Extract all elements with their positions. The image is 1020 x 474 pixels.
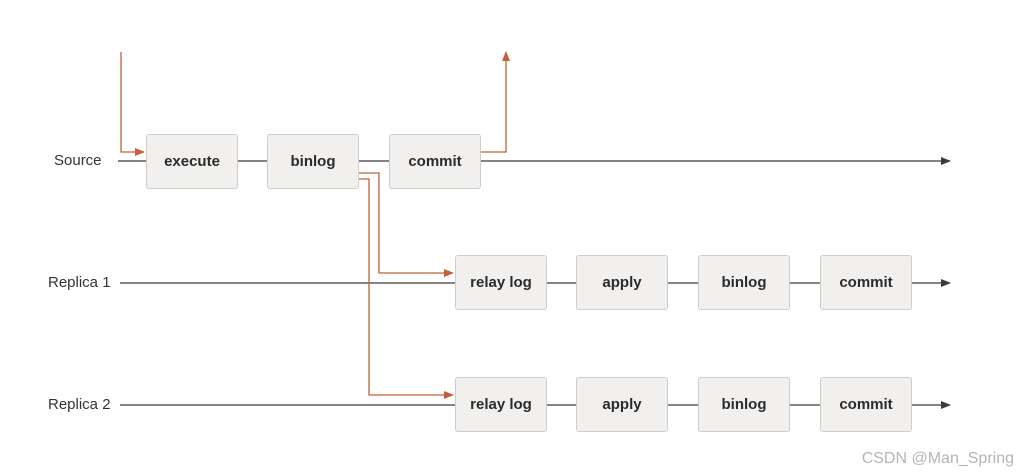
outgoing-flow-arrow (481, 51, 510, 153)
replica2-relay-log-step: relay log (455, 377, 547, 432)
replica1-commit-step: commit (820, 255, 912, 310)
replica1-relay-log-step: relay log (455, 255, 547, 310)
source-commit-step: commit (389, 134, 481, 189)
binlog-to-replica1-arrow (359, 172, 454, 277)
source-label: Source (54, 152, 102, 169)
replica1-apply-step: apply (576, 255, 668, 310)
replica1-label: Replica 1 (48, 274, 111, 291)
replica2-label: Replica 2 (48, 396, 111, 413)
replica2-apply-step: apply (576, 377, 668, 432)
replica1-binlog-step: binlog (698, 255, 790, 310)
source-execute-step: execute (146, 134, 238, 189)
watermark: CSDN @Man_Spring (861, 450, 1014, 467)
incoming-flow-arrow (120, 52, 145, 156)
replica2-commit-step: commit (820, 377, 912, 432)
source-binlog-step: binlog (267, 134, 359, 189)
replica2-binlog-step: binlog (698, 377, 790, 432)
binlog-to-replica2-arrow (359, 178, 454, 399)
